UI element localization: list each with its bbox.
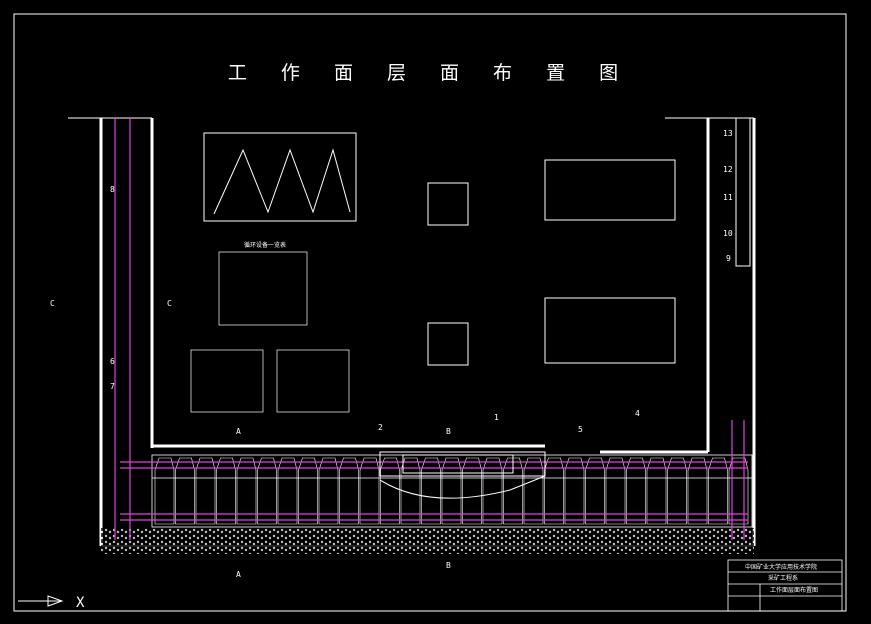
coal-wall-boundary xyxy=(68,117,754,547)
callout-13: 13 xyxy=(723,129,733,138)
support-unit xyxy=(216,457,236,525)
support-unit xyxy=(359,457,380,525)
section-views xyxy=(427,159,676,366)
dimension-stack xyxy=(735,117,751,267)
support-unit xyxy=(339,457,359,525)
support-unit xyxy=(277,457,298,525)
support-unit xyxy=(646,457,667,525)
axis-arrow xyxy=(18,595,64,607)
callout-7: 7 xyxy=(110,382,115,391)
callout-1: 1 xyxy=(494,413,499,422)
support-unit xyxy=(257,457,277,525)
callout-5: 5 xyxy=(578,425,583,434)
callout-11: 11 xyxy=(723,193,733,202)
title-block xyxy=(727,559,843,612)
callout-9: 9 xyxy=(726,254,731,263)
support-unit xyxy=(544,457,564,525)
support-unit xyxy=(564,457,585,525)
section-b-top: B xyxy=(446,427,451,436)
support-unit xyxy=(380,457,400,525)
support-unit xyxy=(175,457,195,525)
support-unit xyxy=(236,457,257,525)
cycle-chart xyxy=(203,132,357,222)
support-unit xyxy=(441,457,462,525)
support-unit xyxy=(318,457,339,525)
support-unit xyxy=(421,457,441,525)
drawing-frame xyxy=(13,13,847,612)
title-block-school: 中国矿业大学应用技术学院 xyxy=(745,564,818,571)
title-block-dept: 采矿工程系 xyxy=(768,575,799,582)
title-block-drawing-name: 工作面层面布置图 xyxy=(770,587,819,594)
support-unit xyxy=(708,457,728,525)
drawing-title: 工 作 面 层 面 布 置 图 xyxy=(227,62,633,84)
support-unit xyxy=(605,457,626,525)
callout-6: 6 xyxy=(110,357,115,366)
callout-2: 2 xyxy=(378,423,383,432)
support-unit xyxy=(728,457,749,525)
support-unit xyxy=(462,457,482,525)
support-unit xyxy=(585,457,605,525)
support-unit xyxy=(400,457,421,525)
support-unit xyxy=(482,457,503,525)
support-unit xyxy=(523,457,544,525)
support-unit xyxy=(298,457,318,525)
hydraulic-supports xyxy=(151,454,753,528)
gob-area xyxy=(101,528,754,554)
axis-label: X xyxy=(76,595,85,611)
support-unit xyxy=(667,457,687,525)
support-unit xyxy=(195,457,216,525)
support-unit xyxy=(154,457,175,525)
section-b-bottom: B xyxy=(446,561,451,570)
table-caption: 循环设备一览表 xyxy=(244,242,287,249)
shearer xyxy=(379,451,546,499)
left-gateroad xyxy=(99,118,545,546)
support-unit xyxy=(687,457,708,525)
section-a-bottom: A xyxy=(236,570,241,579)
callout-10: 10 xyxy=(723,229,733,238)
right-gateroad xyxy=(600,118,756,546)
callout-4: 4 xyxy=(635,409,640,418)
support-unit xyxy=(503,457,523,525)
section-c-right: C xyxy=(167,299,172,308)
support-unit xyxy=(626,457,646,525)
face-conveyor xyxy=(114,118,748,540)
section-a-top: A xyxy=(236,427,241,436)
callout-12: 12 xyxy=(723,165,733,174)
equipment-table xyxy=(190,251,350,413)
section-c-left: C xyxy=(50,299,55,308)
support-units xyxy=(154,457,749,525)
callout-8: 8 xyxy=(110,185,115,194)
